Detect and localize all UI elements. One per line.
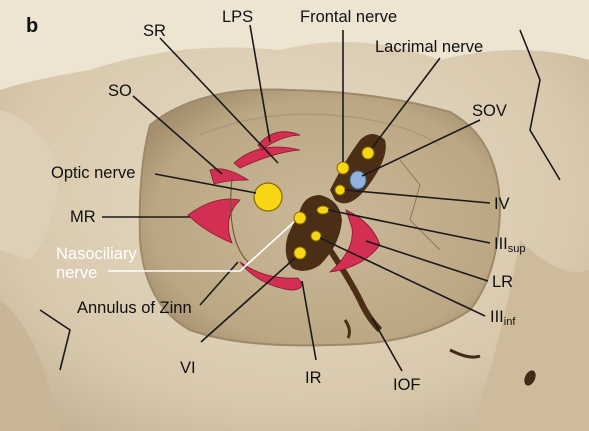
lacrimal-nerve-shape [362,147,374,159]
label-vi: VI [180,359,196,377]
nasociliary-nerve-shape [294,212,306,224]
label-nasociliary-1: Nasociliary [56,245,137,263]
panel-letter: b [26,15,38,37]
label-lacrimal-nerve: Lacrimal nerve [375,38,483,56]
label-iii-sup-sub: sup [508,243,526,255]
iii-inf-nerve-shape [311,231,321,241]
abducens-nerve-shape [294,247,306,259]
label-iii-inf-sub: inf [504,316,517,328]
label-frontal-nerve: Frontal nerve [300,8,397,26]
optic-nerve-shape [254,183,282,211]
superior-ophthalmic-vein-shape [350,171,366,189]
label-sr: SR [143,22,166,40]
frontal-nerve-shape [337,162,349,174]
trochlear-nerve-shape [335,185,345,195]
label-optic-nerve: Optic nerve [51,164,135,182]
label-iii-inf-main: III [490,308,504,326]
label-annulus: Annulus of Zinn [77,299,192,317]
label-lps: LPS [222,8,253,26]
label-so: SO [108,82,132,100]
label-iv: IV [494,195,510,213]
label-sov: SOV [472,102,507,120]
label-nasociliary-2: nerve [56,264,97,282]
label-iii-sup-main: III [494,235,508,253]
label-iof: IOF [393,376,421,394]
label-lr: LR [492,273,513,291]
label-ir: IR [305,369,322,387]
label-mr: MR [70,208,96,226]
iii-sup-nerve-shape [317,206,329,214]
